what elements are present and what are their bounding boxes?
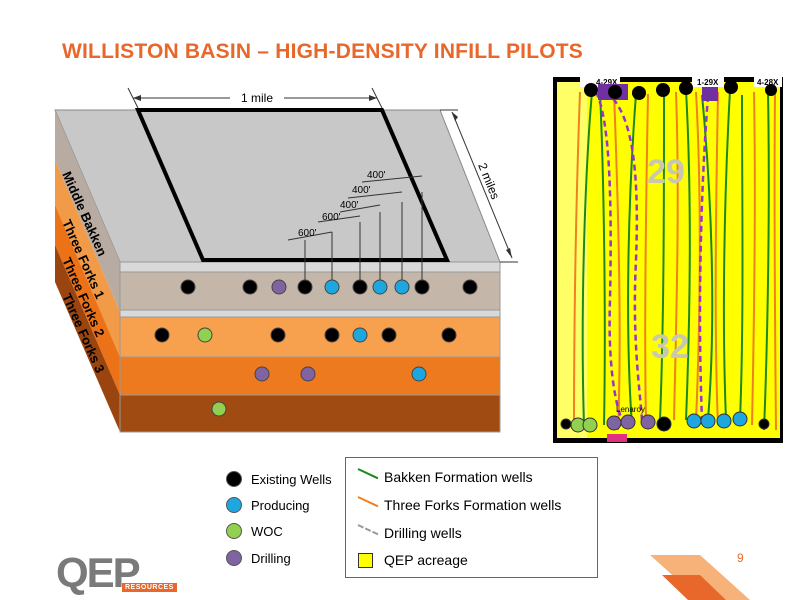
legend-acreage-label: QEP acreage [384, 552, 468, 568]
qep-logo: QEP RESOURCES [56, 552, 177, 594]
wells-three-forks-2 [254, 366, 427, 382]
well-producing [372, 279, 388, 295]
section-outline [134, 108, 451, 262]
well-drilling [254, 366, 270, 382]
well-producing [352, 327, 368, 343]
wells-three-forks-3 [211, 401, 227, 417]
map-well-bottom [620, 414, 636, 430]
well-woc [211, 401, 227, 417]
slide-title: WILLISTON BASIN – HIGH-DENSITY INFILL PI… [62, 40, 583, 63]
map-well-top [608, 85, 622, 99]
legend-threeforks-label: Three Forks Formation wells [384, 497, 562, 513]
legend-drilling-wells-label: Drilling wells [384, 525, 462, 541]
section-32-label: 32 [651, 328, 689, 366]
map-well-bottom [716, 413, 732, 429]
map-well-bottom [732, 411, 748, 427]
pad-label-4-29x: 4-29X [596, 78, 618, 87]
legend-woc-label: WOC [251, 524, 283, 539]
well-existing [242, 279, 258, 295]
map-well-bottom [700, 413, 716, 429]
block-side-tf1 [55, 160, 120, 357]
map-bottom-label: Lenaroy [616, 405, 645, 414]
well-existing [352, 279, 368, 295]
well-existing [180, 279, 196, 295]
section-29-label: 29 [647, 153, 685, 191]
block-side-tf3 [55, 245, 120, 432]
well-existing [381, 327, 397, 343]
map-well-top [724, 80, 738, 94]
legend-woc-swatch [226, 523, 242, 539]
wells-three-forks-1 [154, 327, 457, 343]
block-side-tf2 [55, 205, 120, 395]
well-existing [414, 279, 430, 295]
spacing-label-1: 600' [298, 228, 317, 239]
well-woc [197, 327, 213, 343]
spacing-label-4: 400' [352, 185, 371, 196]
map-well-bottom [640, 414, 656, 430]
map-well-bottom [656, 416, 672, 432]
layer-three-forks-3 [119, 394, 501, 433]
spacing-label-5: 400' [367, 170, 386, 181]
legend-drilling-label: Drilling [251, 551, 291, 566]
well-producing [324, 279, 340, 295]
legend-drilling-swatch [226, 550, 242, 566]
well-existing [324, 327, 340, 343]
width-label: 1 mile [241, 91, 273, 105]
well-existing [297, 279, 313, 295]
legend-existing-label: Existing Wells [251, 472, 332, 487]
map-well-bottom [582, 417, 598, 433]
wells-middle-bakken [180, 279, 478, 295]
well-existing [154, 327, 170, 343]
legend-producing-swatch [226, 497, 242, 513]
map-well-top [584, 83, 598, 97]
legend-bakken-label: Bakken Formation wells [384, 469, 533, 485]
map-well-top [679, 81, 693, 95]
map-well-top [632, 86, 646, 100]
spacing-label-3: 400' [340, 200, 359, 211]
logo-sub-text: RESOURCES [122, 583, 177, 592]
map-well-bottom [758, 418, 770, 430]
well-existing [441, 327, 457, 343]
well-producing [394, 279, 410, 295]
map-well-top [765, 84, 777, 96]
well-producing [411, 366, 427, 382]
line-legend: Bakken Formation wells Three Forks Forma… [345, 457, 598, 578]
pad-label-1-29x: 1-29X [697, 78, 719, 87]
legend-acreage-swatch [358, 553, 373, 568]
legend-existing-swatch [226, 471, 242, 487]
page-number: 9 [737, 551, 744, 565]
well-existing [462, 279, 478, 295]
spacing-label-2: 600' [322, 212, 341, 223]
well-drilling [271, 279, 287, 295]
pad-label-4-28x: 4-28X [757, 78, 779, 87]
map-well-top [656, 83, 670, 97]
legend-producing-label: Producing [251, 498, 310, 513]
well-drilling [300, 366, 316, 382]
well-existing [270, 327, 286, 343]
block-side-mb [55, 110, 120, 312]
